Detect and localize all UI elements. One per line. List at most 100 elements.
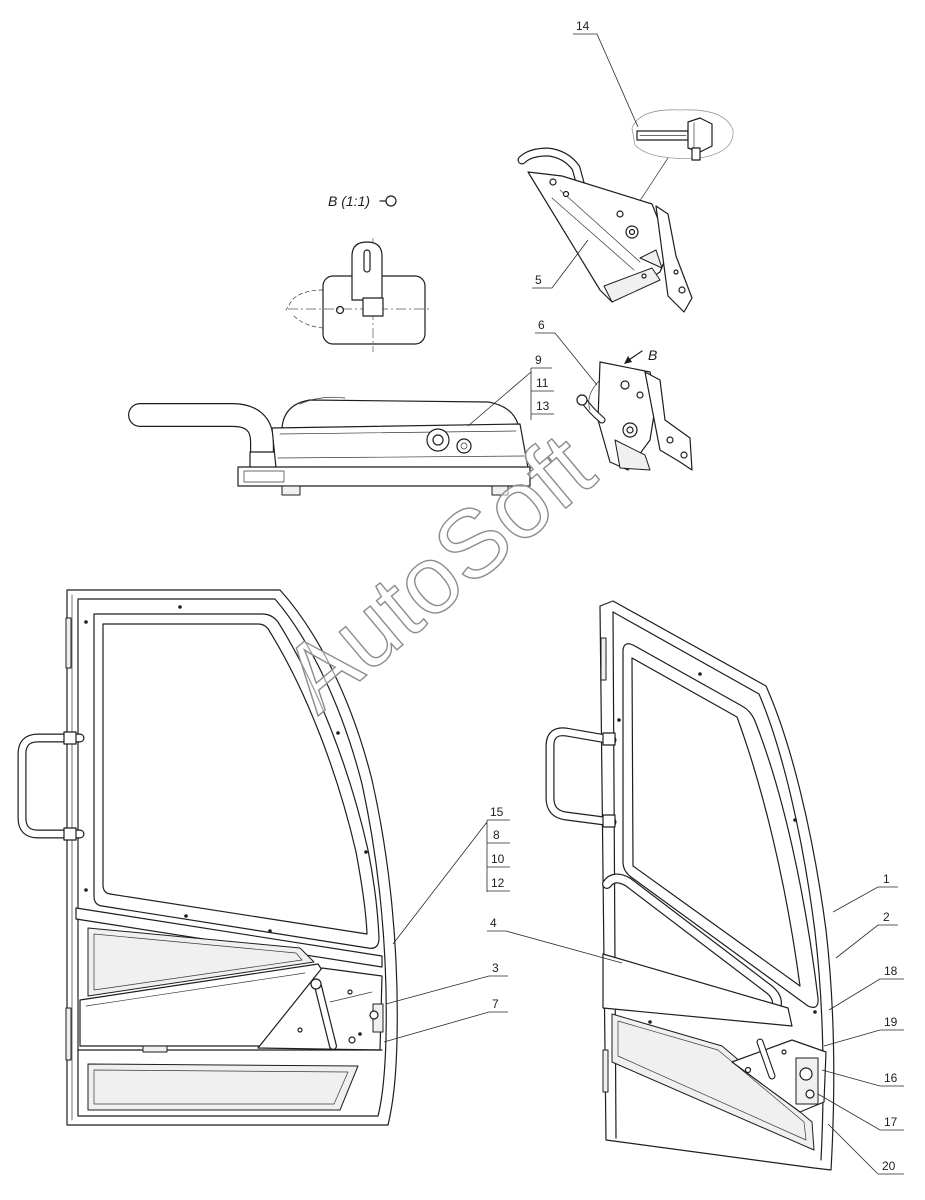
lock-bolt: [369, 1010, 379, 1020]
rivet-head: [687, 117, 713, 153]
screw: [184, 914, 188, 918]
latch-hole: [673, 269, 679, 275]
left-door-sill-strip: [75, 907, 383, 968]
callout-17: 17: [884, 1115, 898, 1129]
left-door-screws: [84, 605, 368, 1036]
callout-13: 13: [536, 399, 550, 413]
rotated-view-icon-circle: [385, 195, 397, 207]
callout-1: 1: [883, 872, 890, 886]
callout-leaders: [383, 33, 904, 1175]
lock-lever: [351, 241, 383, 301]
handle-bracket: [249, 451, 277, 469]
lock-square-drive: [362, 297, 384, 317]
lock-lever-slot: [363, 249, 371, 273]
callout-11: 11: [536, 376, 549, 390]
lock-bolt: [297, 1027, 303, 1033]
lock-hole: [620, 380, 630, 390]
window-glass: [102, 623, 368, 935]
lock-assembly-view: [576, 361, 693, 471]
lock-rod-inner: [315, 983, 336, 1049]
leader-14: [573, 33, 639, 128]
callout-9: 9: [535, 353, 542, 367]
screw: [336, 731, 340, 735]
leader-17: [817, 1093, 904, 1131]
rotated-view-icon: [379, 195, 397, 207]
left-door-lower-pocket-inner: [93, 1069, 349, 1105]
screw: [648, 1020, 652, 1024]
base-foot: [281, 485, 301, 496]
base-foot: [491, 485, 509, 496]
right-door-trim-strip: [602, 953, 793, 1027]
latch-hole: [678, 286, 686, 294]
right-door-hinge-slot: [602, 1049, 609, 1093]
window-seal: [622, 643, 819, 1008]
leader-7: [383, 1011, 508, 1043]
leader-2: [835, 924, 898, 959]
latch-hole: [549, 178, 557, 186]
right-door-lower-pocket-inner: [617, 1020, 807, 1141]
left-door-upper-pocket-inner: [93, 933, 303, 991]
left-door-upper-pocket: [87, 927, 315, 997]
right-door-perspective-view: [545, 600, 835, 1171]
right-door-grab-handle: [545, 727, 617, 828]
screw: [84, 620, 88, 624]
leader-stack-lower: [392, 819, 510, 945]
outside-handle-tube-inner: [129, 404, 273, 477]
latch-rod-line: [551, 197, 635, 271]
view-direction-label: B: [648, 347, 657, 363]
callout-2: 2: [883, 910, 890, 924]
leader-stack-upper: [467, 367, 554, 427]
detail-view-label: B (1:1): [328, 193, 370, 209]
leader-1: [832, 886, 898, 913]
base-plate-inset: [243, 470, 285, 483]
leader-5: [532, 239, 589, 289]
lock-bolt: [347, 989, 353, 995]
view-direction-marker: B: [624, 347, 657, 364]
lock-rotor-center: [626, 426, 634, 434]
lock-rotor: [622, 422, 638, 438]
leader-6: [535, 332, 598, 386]
rivet-mandrel: [691, 147, 701, 161]
lock-bolt: [781, 1049, 787, 1055]
latch-lever-tube-inner: [518, 148, 586, 194]
left-door-hinge-slot: [65, 617, 72, 669]
lock-rod-cap: [310, 978, 322, 990]
latch-pawl: [639, 249, 663, 269]
window-glass: [631, 657, 801, 987]
grab-handle-mount: [602, 732, 616, 746]
screw: [268, 929, 272, 933]
right-door-lower-pocket: [611, 1013, 815, 1151]
callout-16: 16: [884, 1071, 898, 1085]
leader-3: [385, 975, 508, 1005]
left-door-grab-handle: [17, 731, 85, 841]
lock-bolt: [744, 1066, 752, 1074]
leader-19: [823, 1029, 904, 1047]
grab-handle-mount: [63, 731, 77, 745]
screw: [617, 718, 621, 722]
lock-hole: [636, 391, 644, 399]
callout-14: 14: [576, 19, 590, 33]
callout-18: 18: [884, 964, 898, 978]
leader-16: [821, 1069, 904, 1087]
callout-labels: 14 5 6 9 11 13 15 8 10 12 4 3 7 1 2 18 1…: [490, 19, 898, 1173]
left-door-window: [93, 613, 380, 949]
housing-line: [277, 455, 525, 459]
lock-bolt: [799, 1067, 813, 1081]
window-seal: [93, 613, 380, 949]
latch-hole: [628, 228, 636, 236]
handle-lock-side-view: [128, 396, 531, 496]
lock-hole: [680, 451, 688, 459]
latch-bracket: [655, 205, 693, 313]
grab-handle-mount: [602, 814, 616, 828]
latch-hole: [616, 210, 624, 218]
callout-8: 8: [493, 828, 500, 842]
lock-base-tab: [614, 439, 651, 471]
left-door-lower-pocket: [87, 1063, 359, 1111]
right-door-lock-mechanism: [731, 1038, 827, 1113]
housing-nut: [456, 438, 472, 454]
latch-exploded-view: [517, 109, 734, 313]
screw: [358, 1032, 362, 1036]
callout-6: 6: [538, 318, 545, 332]
lock-bolt: [805, 1089, 815, 1099]
